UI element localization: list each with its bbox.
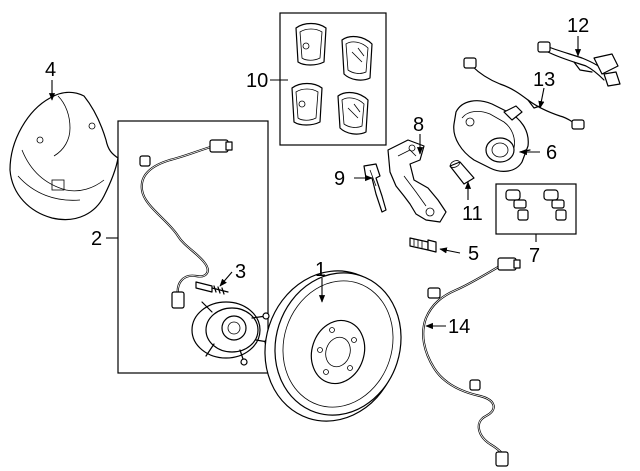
abs-sensor-front-part bbox=[139, 139, 233, 309]
wiring-harness-part bbox=[537, 41, 621, 87]
callout-4: 4 bbox=[45, 59, 56, 81]
pad-clip-part bbox=[363, 163, 387, 213]
callout-5: 5 bbox=[468, 243, 479, 265]
callout-10: 10 bbox=[246, 70, 268, 92]
callout-11: 11 bbox=[462, 203, 483, 225]
callout-14: 14 bbox=[448, 316, 470, 338]
callout-2: 2 bbox=[91, 228, 102, 250]
brake-caliper-part bbox=[453, 100, 531, 172]
hub-bolt-part bbox=[195, 281, 229, 295]
brake-pads-part bbox=[291, 22, 373, 135]
caliper-hardware-kit-part bbox=[505, 189, 567, 221]
caliper-bolt-part bbox=[409, 237, 437, 253]
caliper-bracket-part bbox=[387, 139, 447, 223]
splash-shield-part bbox=[9, 91, 119, 221]
callout-13: 13 bbox=[533, 69, 555, 91]
leader-lines bbox=[48, 36, 582, 330]
callout-6: 6 bbox=[546, 142, 557, 164]
callout-12: 12 bbox=[567, 15, 589, 37]
callout-labels: 1 2 3 4 5 6 7 8 9 10 11 12 13 14 bbox=[45, 15, 589, 338]
callout-3: 3 bbox=[235, 261, 246, 283]
guide-pin-part bbox=[449, 160, 475, 185]
wheel-hub-part bbox=[191, 301, 272, 366]
callout-7: 7 bbox=[529, 245, 540, 267]
callout-9: 9 bbox=[334, 168, 345, 190]
brake-rotor-part bbox=[264, 270, 402, 422]
callout-1: 1 bbox=[315, 259, 326, 281]
callout-8: 8 bbox=[413, 114, 424, 136]
wear-sensor-wire-part bbox=[463, 57, 585, 130]
part-10-group-box bbox=[279, 12, 387, 146]
abs-sensor-rear-part bbox=[422, 257, 521, 467]
part-2-group-box bbox=[117, 120, 269, 374]
